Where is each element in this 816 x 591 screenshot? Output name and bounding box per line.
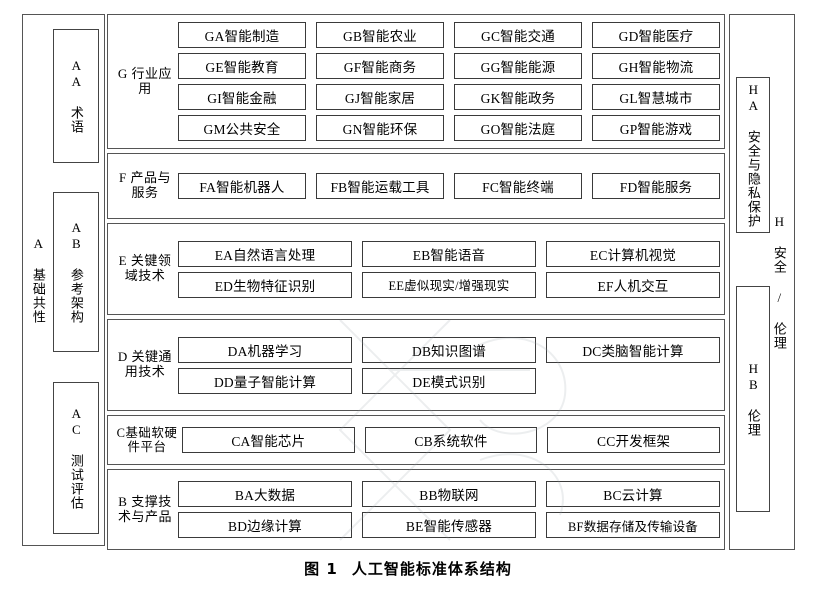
node-ac-test-evaluation[interactable]: AC 测试评估 [53, 382, 99, 534]
pillar-h-label: H 安全 / 伦理 [766, 15, 792, 549]
pillar-a-foundation: A 基础共性 AA 术语 AB 参考架构 AC 测试评估 [22, 14, 105, 546]
pillar-a-label-text: A 基础共性 [30, 236, 46, 324]
band-f-products-services: F 产品与服务 FA智能机器人 FB智能运载工具 FC智能终端 FD智能服务 [107, 153, 725, 219]
figure-caption-text: 人工智能标准体系结构 [351, 560, 512, 578]
leaf-node-be[interactable]: BE智能传感器 [362, 512, 536, 538]
pillar-h-security-ethics: H 安全 / 伦理 HA 安全与隐私保护 HB 伦理 [729, 14, 795, 550]
band-d-items: DA机器学习 DB知识图谱 DC类脑智能计算 DD量子智能计算 DE模式识别 [178, 324, 720, 406]
leaf-node-dd[interactable]: DD量子智能计算 [178, 367, 352, 394]
band-f-items: FA智能机器人 FB智能运载工具 FC智能终端 FD智能服务 [178, 158, 720, 214]
band-b-label: B 支撑技术与产品 [117, 493, 172, 524]
band-g-industry-applications: G 行业应用 GA智能制造 GB智能农业 GC智能交通 GD智能医疗 GE智能教育 GF智… [107, 14, 725, 149]
node-hb-ethics[interactable]: HB 伦理 [736, 286, 770, 512]
leaf-node-ca[interactable]: CA智能芯片 [182, 427, 355, 453]
leaf-spacer [546, 368, 720, 394]
leaf-node-bc[interactable]: BC云计算 [546, 481, 720, 507]
leaf-node-fa[interactable]: FA智能机器人 [178, 173, 306, 199]
node-aa-terminology[interactable]: AA 术语 [53, 29, 99, 163]
band-e-items: EA自然语言处理 EB智能语音 EC计算机视觉 ED生物特征识别 EE虚似现实/增强现实… [178, 228, 720, 310]
band-e-label: E 关键领域技术 [118, 253, 172, 283]
figure-caption-number: 图 1 [304, 560, 338, 578]
band-d-key-general-tech: D 关键通用技术 DA机器学习 DB知识图谱 DC类脑智能计算 DD量子智能计算 DE模… [107, 319, 725, 411]
leaf-node-gn[interactable]: GN智能环保 [316, 115, 444, 141]
node-ha-label: HA 安全与隐私保护 [745, 82, 761, 228]
leaf-node-gj[interactable]: GJ智能家居 [316, 84, 444, 110]
leaf-node-bd[interactable]: BD边缘计算 [178, 512, 352, 538]
leaf-node-gc[interactable]: GC智能交通 [454, 22, 582, 48]
band-c-items: CA智能芯片 CB系统软件 CC开发框架 [182, 420, 720, 460]
leaf-node-gg[interactable]: GG智能能源 [454, 53, 582, 79]
node-hb-label: HB 伦理 [745, 361, 761, 437]
leaf-node-eb[interactable]: EB智能语音 [362, 240, 536, 267]
figure-caption: 图 1 人工智能标准体系结构 [0, 558, 816, 579]
band-c-label: C基础软硬件平台 [116, 426, 178, 454]
leaf-node-cb[interactable]: CB系统软件 [364, 427, 538, 453]
leaf-node-bf[interactable]: BF数据存储及传输设备 [546, 512, 720, 538]
band-e-key-domain-tech: E 关键领域技术 EA自然语言处理 EB智能语音 EC计算机视觉 ED生物特征识别 EE… [107, 223, 725, 315]
node-ab-reference-architecture[interactable]: AB 参考架构 [53, 192, 99, 352]
pillar-h-label-text: H 安全 / 伦理 [771, 214, 787, 350]
leaf-node-da[interactable]: DA机器学习 [178, 336, 352, 363]
leaf-node-fb[interactable]: FB智能运载工具 [316, 173, 444, 199]
leaf-node-cc[interactable]: CC开发框架 [547, 427, 720, 453]
leaf-node-gi[interactable]: GI智能金融 [178, 84, 306, 110]
center-layer-stack: G 行业应用 GA智能制造 GB智能农业 GC智能交通 GD智能医疗 GE智能教育 GF智… [107, 14, 725, 550]
pillar-a-label: A 基础共性 [25, 15, 51, 545]
leaf-node-gf[interactable]: GF智能商务 [316, 53, 444, 79]
leaf-node-fc[interactable]: FC智能终端 [454, 173, 582, 199]
node-ac-label: AC 测试评估 [68, 406, 84, 510]
leaf-node-go[interactable]: GO智能法庭 [454, 115, 582, 141]
leaf-node-fd[interactable]: FD智能服务 [592, 173, 720, 199]
leaf-node-gm[interactable]: GM公共安全 [178, 115, 306, 141]
band-g-items: GA智能制造 GB智能农业 GC智能交通 GD智能医疗 GE智能教育 GF智能商务 GG智能… [178, 19, 720, 144]
leaf-node-gl[interactable]: GL智慧城市 [592, 84, 720, 110]
leaf-node-ea[interactable]: EA自然语言处理 [178, 240, 352, 267]
leaf-node-gp[interactable]: GP智能游戏 [592, 115, 720, 141]
band-d-label: D 关键通用技术 [117, 349, 173, 379]
band-b-items: BA大数据 BB物联网 BC云计算 BD边缘计算 BE智能传感器 BF数据存储及传输设备 [178, 474, 720, 545]
leaf-node-gd[interactable]: GD智能医疗 [592, 22, 720, 48]
leaf-node-ed[interactable]: ED生物特征识别 [178, 271, 352, 298]
leaf-node-bb[interactable]: BB物联网 [362, 481, 536, 507]
band-f-label: F 产品与服务 [119, 170, 171, 200]
leaf-node-ge[interactable]: GE智能教育 [178, 53, 306, 79]
leaf-node-dc[interactable]: DC类脑智能计算 [546, 336, 720, 363]
leaf-node-gb[interactable]: GB智能农业 [316, 22, 444, 48]
node-ab-label: AB 参考架构 [68, 220, 84, 324]
leaf-node-ee[interactable]: EE虚似现实/增强现实 [362, 271, 536, 298]
node-ha-security-privacy[interactable]: HA 安全与隐私保护 [736, 77, 770, 233]
leaf-node-ec[interactable]: EC计算机视觉 [546, 240, 720, 267]
band-c-hardware-software-platform: C基础软硬件平台 CA智能芯片 CB系统软件 CC开发框架 [107, 415, 725, 465]
leaf-node-gh[interactable]: GH智能物流 [592, 53, 720, 79]
leaf-node-ba[interactable]: BA大数据 [178, 481, 352, 507]
leaf-node-gk[interactable]: GK智能政务 [454, 84, 582, 110]
leaf-node-ga[interactable]: GA智能制造 [178, 22, 306, 48]
leaf-node-db[interactable]: DB知识图谱 [362, 336, 536, 363]
leaf-node-ef[interactable]: EF人机交互 [546, 271, 720, 298]
leaf-node-de[interactable]: DE模式识别 [362, 367, 536, 394]
band-g-label: G 行业应用 [117, 65, 173, 96]
band-b-supporting-tech-products: B 支撑技术与产品 BA大数据 BB物联网 BC云计算 BD边缘计算 BE智能传感器 BF… [107, 469, 725, 550]
node-aa-label: AA 术语 [68, 58, 84, 134]
